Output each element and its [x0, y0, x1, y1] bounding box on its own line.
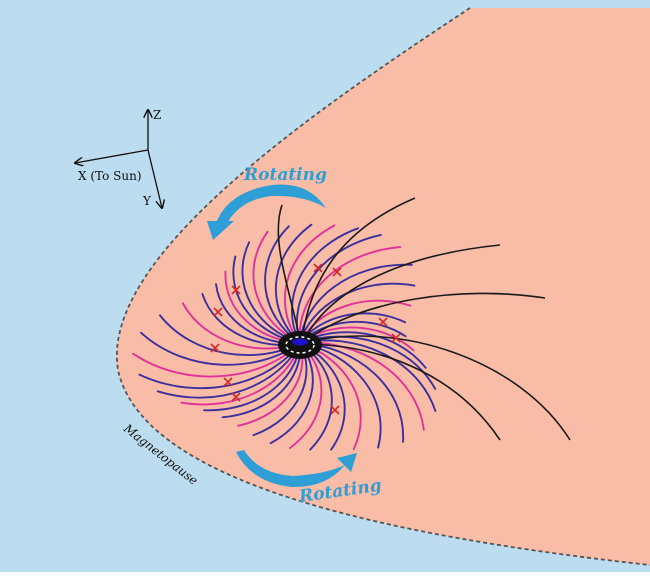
planet [278, 331, 322, 359]
y-axis-label: Y [142, 194, 152, 208]
planet-pole-glow [292, 339, 308, 346]
z-axis-label: Z [153, 108, 161, 122]
x-axis-label: X (To Sun) [78, 169, 142, 183]
rotating-label-top: Rotating [243, 165, 327, 185]
